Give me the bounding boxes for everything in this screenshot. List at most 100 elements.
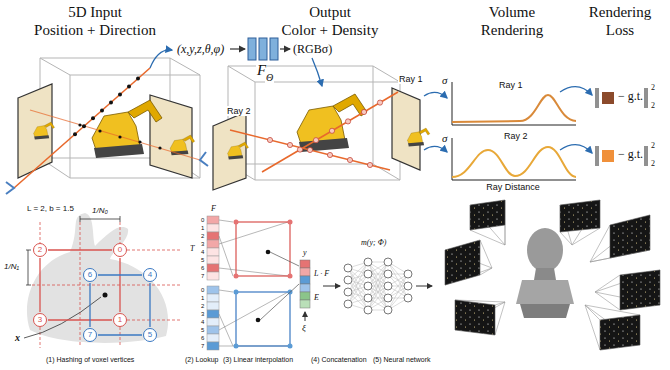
camera-ray	[73, 77, 162, 150]
neuron	[404, 282, 412, 290]
neuron	[364, 294, 372, 302]
camera-ray	[367, 162, 372, 167]
flow-arrow	[416, 286, 432, 287]
camera-ray	[100, 108, 104, 112]
network-block	[270, 38, 278, 60]
callout-number: 1	[118, 316, 122, 324]
camera-ray	[287, 142, 292, 147]
norm-bar	[596, 88, 647, 166]
grid-edge	[48, 249, 112, 250]
table-index: 7	[200, 343, 205, 350]
hash-table	[207, 342, 219, 350]
camera-ray	[118, 93, 122, 97]
bulldozer-model	[92, 100, 162, 158]
table-header: F	[210, 204, 217, 213]
camera-ray	[424, 146, 447, 152]
feature-vector	[300, 268, 310, 276]
table-index: 7	[200, 273, 205, 280]
hash-table	[207, 286, 219, 294]
table-index: 3	[200, 241, 205, 248]
feature-line	[260, 252, 299, 320]
camera-ray	[267, 100, 382, 168]
camera-ray	[230, 130, 390, 170]
step-caption: (4) Concatenation	[310, 356, 368, 364]
hash-table	[207, 240, 219, 248]
hash-table	[207, 224, 219, 232]
cell-corner	[234, 220, 293, 349]
ray-label: Ray 2	[226, 106, 252, 116]
camera-ray	[200, 152, 208, 166]
camera-frustum	[560, 200, 600, 245]
grid-edge	[89, 283, 90, 327]
camera-frustum	[455, 300, 505, 335]
camera-image	[455, 300, 495, 335]
hash-table	[207, 232, 219, 240]
density-curve	[452, 95, 576, 177]
network-edge	[388, 274, 408, 310]
camera-image	[445, 200, 660, 350]
table-header: T	[189, 244, 195, 253]
camera-frustum	[470, 200, 505, 245]
cell-corner	[234, 344, 239, 349]
section-heading: Volume	[488, 4, 536, 21]
feature-vector	[300, 276, 310, 284]
table-index: 5	[200, 327, 205, 334]
bunny-silhouette	[27, 213, 168, 343]
camera-ray	[262, 92, 398, 172]
hash-table	[207, 264, 219, 272]
section-heading: Color + Density	[281, 22, 380, 39]
network-block	[248, 38, 278, 60]
section-heading: 5D Input	[67, 4, 123, 21]
norm-index: 2	[650, 101, 656, 110]
camera-ray	[98, 129, 101, 132]
vertex-circle: 7	[83, 328, 97, 342]
norm-bar	[596, 146, 647, 166]
scale-label: 1/N₁	[3, 262, 20, 271]
ray-label: Ray 1	[398, 74, 424, 84]
lookup-line	[219, 290, 288, 346]
grid-edge	[98, 334, 142, 335]
neuron	[344, 288, 352, 296]
callout-number: 6	[88, 271, 92, 279]
step-caption: (2) Lookup	[184, 356, 219, 364]
axis-label: Ray Distance	[485, 182, 541, 192]
vertex-circle: 5	[143, 328, 157, 342]
feature-vector	[300, 284, 310, 292]
hash-table	[207, 248, 219, 256]
neuron	[384, 294, 392, 302]
scene-box	[40, 58, 200, 178]
flow-arrow	[230, 48, 245, 49]
camera-ray	[109, 100, 113, 104]
callout-number: 3	[38, 316, 42, 324]
camera-ray	[6, 182, 14, 194]
section-heading: Rendering	[480, 22, 544, 39]
table-index: 1	[200, 225, 205, 232]
camera-image	[445, 240, 480, 285]
cell-corner	[234, 290, 239, 295]
input-vector: (x,y,z,θ,φ)	[176, 43, 225, 57]
image-plane	[407, 128, 429, 147]
feature-vector	[300, 260, 310, 308]
hash-table	[207, 216, 219, 224]
cell-corner	[234, 274, 239, 279]
camera-ray	[158, 146, 161, 149]
camera-ray	[127, 85, 131, 89]
table-index: 6	[200, 335, 205, 342]
loss-text: − g.t.	[617, 148, 644, 162]
neuron	[344, 264, 352, 272]
hash-table	[207, 256, 219, 264]
table-index: 4	[200, 319, 205, 326]
neuron	[404, 270, 412, 278]
feature-line	[260, 252, 299, 320]
neuron	[344, 300, 352, 308]
callout-number: 4	[148, 271, 152, 279]
callout-number: 5	[148, 331, 152, 339]
section-heading: Output	[308, 4, 352, 21]
scale-label: 1/N₀	[91, 206, 109, 215]
bust-model	[516, 280, 574, 304]
feature-vector	[300, 292, 310, 300]
cell-corner	[288, 220, 293, 225]
camera-frustum	[595, 270, 660, 310]
camera-ray	[73, 132, 77, 136]
vertex-circle: 4	[143, 268, 157, 282]
